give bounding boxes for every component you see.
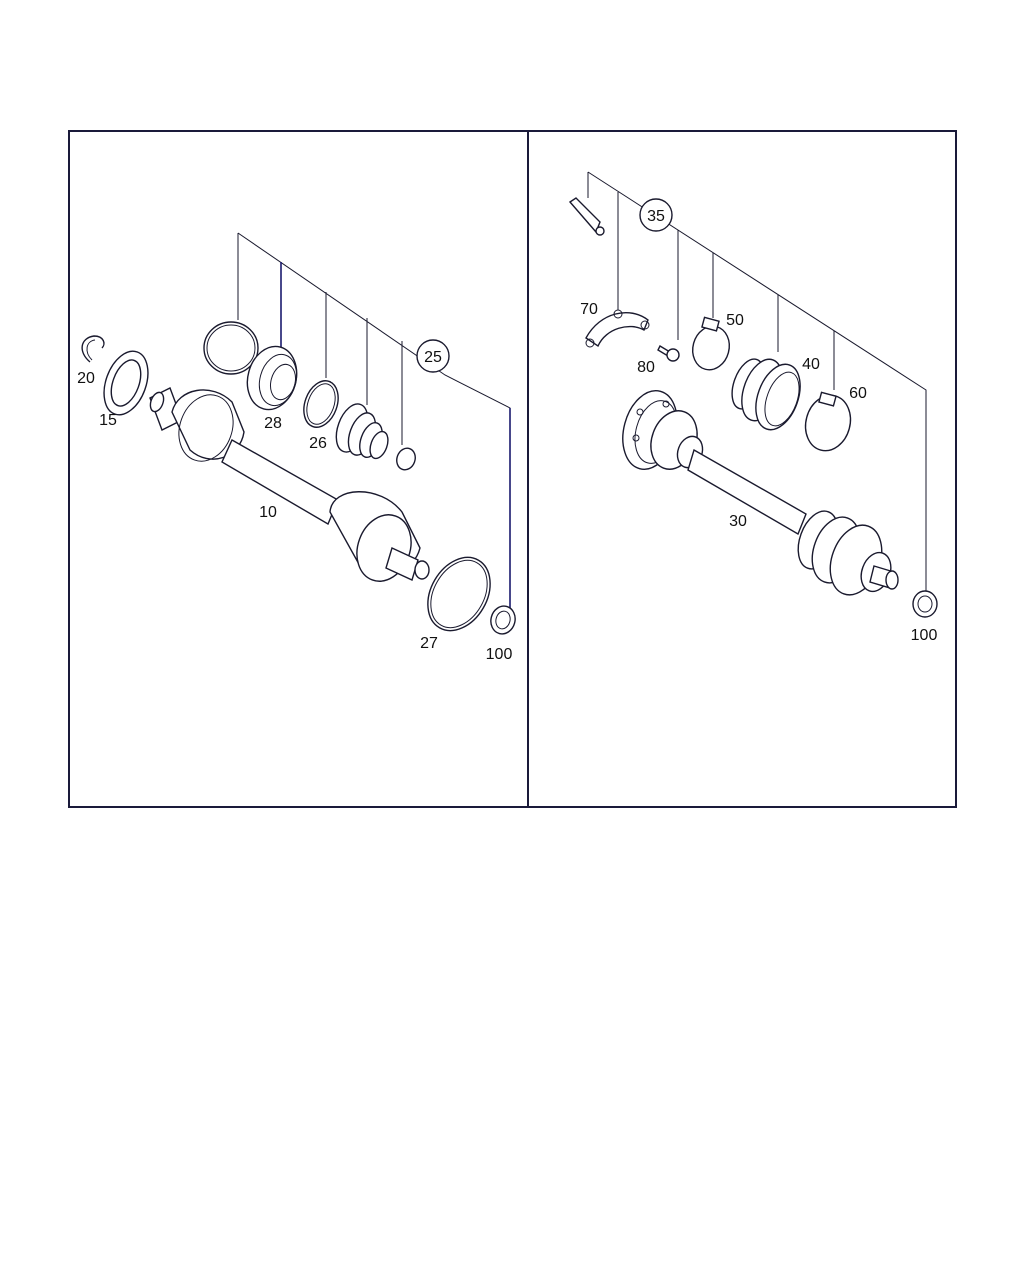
nut-100-right [912, 590, 938, 618]
callout-70: 70 [580, 301, 598, 318]
callout-25: 25 [424, 349, 442, 366]
o-ring-28a [203, 321, 259, 375]
bellows-boot [335, 403, 389, 460]
callout-10: 10 [259, 504, 277, 521]
boot-40 [731, 358, 801, 431]
callout-27: 27 [420, 635, 438, 652]
callout-80: 80 [637, 359, 655, 376]
callout-100-right: 100 [911, 627, 938, 644]
diagram-frame [68, 130, 957, 808]
seal-ring-15 [103, 350, 149, 416]
callout-circle-35 [639, 198, 673, 232]
clamp-ring-26 [303, 380, 339, 428]
callout-30: 30 [729, 513, 747, 530]
callout-26: 26 [309, 435, 327, 452]
clamp-50 [692, 316, 730, 371]
drive-shaft-10 [149, 387, 430, 582]
kit-35-leader [587, 171, 927, 592]
bolt-80 [657, 345, 680, 362]
callout-35: 35 [647, 208, 665, 225]
callout-100-left: 100 [486, 646, 513, 663]
callout-circle-25 [416, 339, 450, 373]
o-ring-27 [427, 556, 491, 632]
callout-15: 15 [99, 412, 117, 429]
callout-60: 60 [849, 385, 867, 402]
drive-shaft-30 [622, 390, 899, 596]
boot-28 [246, 345, 298, 411]
small-clamp [396, 447, 416, 471]
kit-25-leader [237, 232, 511, 612]
callout-28: 28 [264, 415, 282, 432]
circlip-20 [81, 335, 105, 363]
callout-40: 40 [802, 356, 820, 373]
left-panel: 20 15 28 26 25 10 27 100 [77, 232, 516, 663]
callout-50: 50 [726, 312, 744, 329]
callout-20: 20 [77, 370, 95, 387]
right-panel: 35 70 80 50 40 60 30 100 [568, 171, 938, 644]
nut-100-left [490, 605, 516, 635]
grease-tube [568, 197, 605, 236]
locking-plate-70 [585, 309, 650, 348]
clamp-60 [804, 391, 852, 452]
